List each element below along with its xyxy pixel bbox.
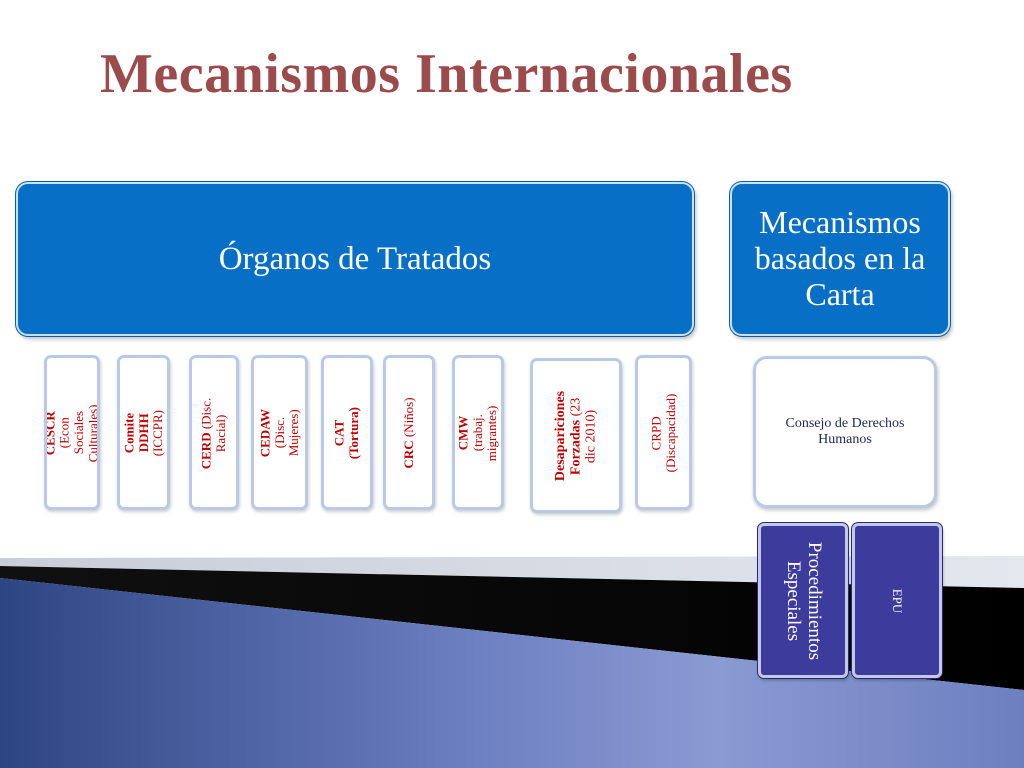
treaty-item-bold: CRC (400, 439, 416, 469)
treaty-bodies-label: Órganos de Tratados (218, 240, 492, 277)
treaty-item-cmw: CMW (trabaj. migrantes) (452, 355, 504, 510)
special-procedures-label: Procedimientos Especiales (783, 541, 825, 660)
treaty-item-cerd: CERD (Disc. Racial) (189, 355, 239, 510)
treaty-item-bold: CESCR (44, 410, 58, 455)
upr-box: EPU (852, 523, 942, 678)
special-procedures-box: Procedimientos Especiales (758, 523, 848, 678)
upr-label: EPU (890, 588, 906, 613)
treaty-item-bold: CAT (Tortura) (331, 406, 361, 459)
charter-based-label: Mecanismos basados en la Carta (754, 204, 926, 312)
treaty-item-detail: (Econ Sociales Culturales) (56, 403, 100, 462)
page-title: Mecanismos Internacionales (100, 43, 793, 105)
treaty-item-cat: CAT (Tortura) (321, 355, 373, 510)
treaty-item-crpd: CRPD (Discapacidad) (635, 355, 692, 510)
charter-based-box: Mecanismos basados en la Carta (730, 182, 950, 336)
treaty-item-detail: (trabaj. migrantes) (469, 404, 500, 461)
treaty-item-detail: (Niños) (400, 396, 416, 440)
treaty-item-cedaw: CEDAW (Disc. Mujeres) (251, 355, 308, 510)
treaty-item-cescr: CESCR (Econ Sociales Culturales) (44, 355, 100, 510)
treaty-bodies-box: Órganos de Tratados (16, 182, 694, 336)
treaty-item-ced: Desapariciones Forzadas (23 dic 2010) (530, 358, 622, 513)
blue-wedge (0, 578, 1024, 768)
treaty-item-bold: Comite DDHH (121, 412, 151, 453)
human-rights-council-box: Consejo de Derechos Humanos (753, 356, 937, 508)
treaty-item-ccpr: Comite DDHH (ICCPR) (117, 355, 170, 510)
treaty-item-crc: CRC (Niños) (383, 355, 435, 510)
treaty-item-detail: CRPD (Discapacidad) (648, 393, 678, 472)
human-rights-council-label: Consejo de Derechos Humanos (785, 415, 905, 447)
treaty-item-bold: CEDAW (257, 408, 273, 457)
treaty-item-bold: CERD (198, 431, 214, 469)
treaty-item-detail: (Disc. Mujeres) (271, 409, 301, 456)
treaty-item-bold: CMW (455, 415, 471, 450)
treaty-item-detail: (ICCPR) (149, 409, 165, 456)
